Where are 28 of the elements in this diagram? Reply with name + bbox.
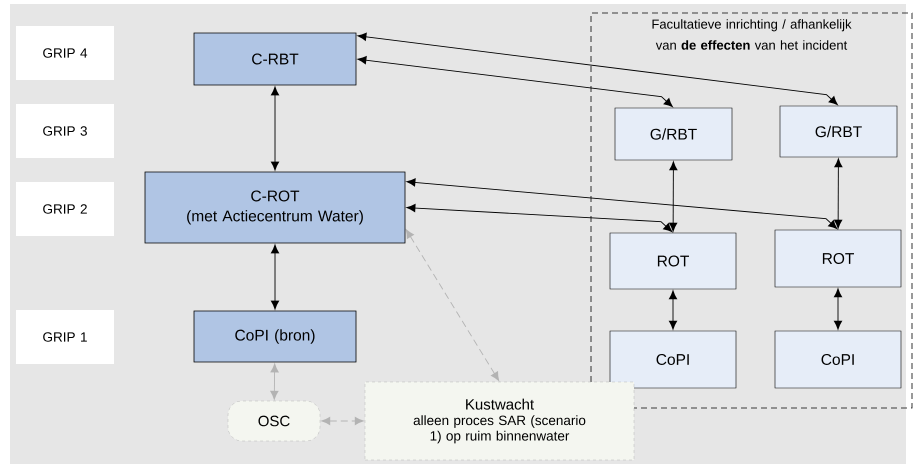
arrow — [834, 158, 842, 229]
level-box: GRIP 2 — [16, 182, 114, 236]
process-box: CoPI — [774, 330, 902, 388]
arrow — [668, 290, 678, 330]
process-box: G/RBT — [780, 106, 898, 158]
process-box: C-ROT (met Actiecentrum Water) — [144, 172, 406, 244]
process-box: ROT — [774, 230, 902, 288]
level-box: GRIP 1 — [16, 310, 114, 364]
arrow — [406, 204, 672, 232]
process-box: ROT — [610, 232, 736, 290]
arrow — [834, 288, 842, 330]
arrow — [321, 416, 364, 426]
arrow — [406, 178, 838, 230]
process-box: CoPI — [610, 330, 736, 388]
note-box: Kustwacht alleen proces SAR (scenario 1) op ruim binnenwater — [364, 382, 634, 460]
process-box: CoPI (bron) — [194, 310, 356, 362]
arrow — [270, 364, 279, 400]
rounded-box: OSC — [228, 400, 320, 442]
arrow — [270, 244, 280, 310]
process-box: G/RBT — [614, 108, 732, 160]
level-box: GRIP 3 — [16, 104, 114, 158]
arrow — [358, 32, 838, 106]
level-box: GRIP 4 — [16, 26, 114, 80]
process-box: C-RBT — [194, 32, 356, 86]
arrow — [270, 86, 280, 170]
arrow — [358, 56, 673, 108]
arrow — [669, 161, 678, 232]
arrow — [406, 229, 500, 381]
